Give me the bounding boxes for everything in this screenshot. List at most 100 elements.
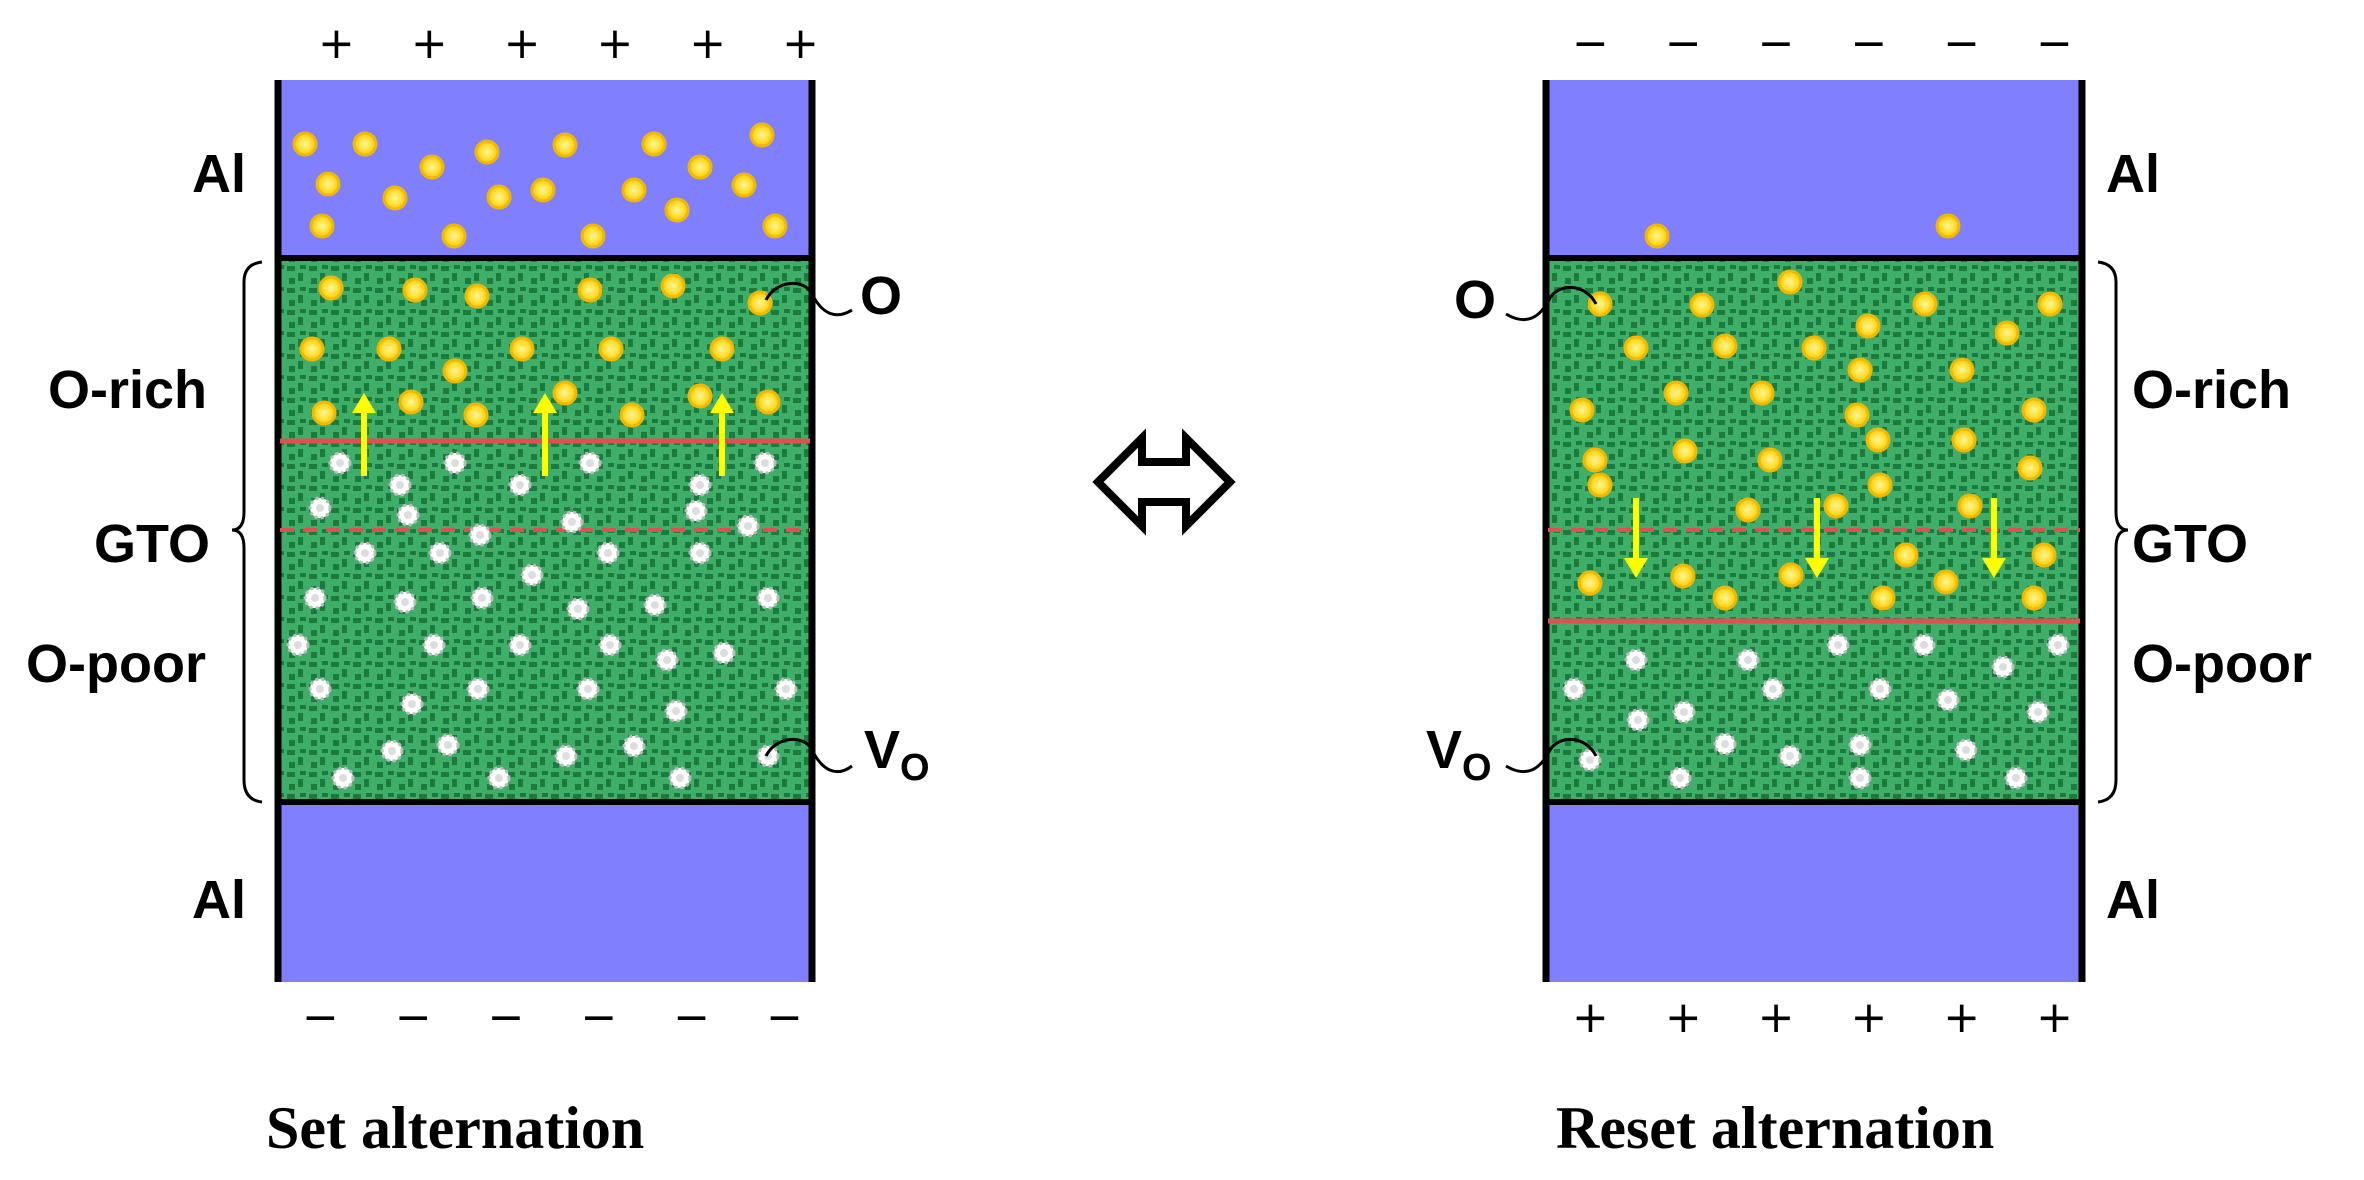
oxygen-ion [315,171,341,197]
top-electrode [278,80,812,258]
oxygen-vacancy [1578,748,1602,772]
oxygen-vacancy [388,473,412,497]
oxygen-ion [1672,438,1698,464]
ion-motion-arrow [533,393,557,476]
oxygen-ion [660,273,686,299]
oxygen-ion [318,275,344,301]
oxygen-ion [1587,291,1613,317]
o-rich-label: O-rich [48,360,207,420]
oxygen-vacancy [400,692,424,716]
oxygen-ion [1757,447,1783,473]
oxygen-vacancy [508,633,532,657]
vacancy-label: VO [1426,720,1492,789]
oxygen-ion [2017,455,2043,481]
oxygen-ion [352,131,378,157]
oxygen-ion [1801,335,1827,361]
oxygen-vacancy [655,648,679,672]
oxygen-ion [664,197,690,223]
oxygen-vacancy [396,503,420,527]
oxygen-ion [442,358,468,384]
oxygen-ion [1870,585,1896,611]
oxygen-leader-line [764,281,853,317]
oxygen-ion [1994,320,2020,346]
oxygen-vacancy [508,473,532,497]
oxygen-ion [552,380,578,406]
oxygen-vacancy [668,766,692,790]
ion-motion-arrow [1982,498,2006,578]
oxygen-vacancy [1778,744,1802,768]
oxygen-vacancy [622,734,646,758]
ion-motion-arrow [710,393,734,476]
oxygen-vacancy [2026,700,2050,724]
top-electrode-label: Al [2106,144,2160,204]
oxygen-vacancy [393,590,417,614]
top-polarity-signs: + + + + + + [318,18,819,69]
oxygen-ion [311,400,337,426]
oxygen-vacancy [1848,733,1872,757]
oxygen-vacancy [596,541,620,565]
oxygen-vacancy [684,499,708,523]
oxygen-ion [292,131,318,157]
oxygen-ion [382,185,408,211]
oxygen-ion [1855,313,1881,339]
oxygen-ion [474,139,500,165]
oxygen-label: O [1454,270,1496,330]
oxygen-vacancy [1954,738,1978,762]
oxygen-vacancy [428,541,452,565]
oxygen-vacancy [1991,655,2015,679]
oxygen-vacancy [576,677,600,701]
oxygen-vacancy [578,451,602,475]
oxygen-vacancy [1736,648,1760,672]
vacancy-label: VO [864,720,930,789]
oxygen-ion [1735,497,1761,523]
o-poor-label: O-poor [26,634,206,694]
oxygen-vacancy [303,586,327,610]
top-electrode-label: Al [192,144,246,204]
oxygen-ion [530,177,556,203]
oxygen-vacancy [328,451,352,475]
oxygen-ion [1935,213,1961,239]
oxygen-vacancy [688,473,712,497]
oxygen-ion [441,223,467,249]
oxygen-vacancy [1848,766,1872,790]
oxygen-vacancy [1936,688,1960,712]
bottom-polarity-signs: + + + + + + [1572,992,2073,1043]
oxygen-ion [2021,397,2047,423]
oxygen-vacancy [1713,732,1737,756]
oxygen-ion [1951,427,1977,453]
o-poor-label: O-poor [2132,634,2312,694]
oxygen-ion [1587,472,1613,498]
ion-motion-arrows [1624,498,2006,578]
oxygen-vacancy [560,510,584,534]
oxygen-ion [1749,380,1775,406]
oxygen-ion [1582,447,1608,473]
oxygen-ion [1670,563,1696,589]
ion-motion-arrows [352,393,734,476]
oxygen-ion [687,154,713,180]
oxygen-ion [419,154,445,180]
oxygen-vacancy [331,766,355,790]
oxygen-vacancy [520,563,544,587]
o-rich-label: O-rich [2132,360,2291,420]
oxygen-ion [1777,269,1803,295]
bottom-electrode [278,802,812,982]
oxygen-ion [1867,472,1893,498]
region-brace [2097,260,2129,804]
ion-motion-arrow [1624,498,1648,578]
region-brace [231,260,263,804]
oxygen-vacancy [664,699,688,723]
bottom-electrode [1546,802,2082,982]
oxygen-ion [762,213,788,239]
oxygen-ion [398,389,424,415]
oxygen-ion [1865,427,1891,453]
oxygen-ions [292,122,788,428]
oxygen-ion [749,122,775,148]
oxygen-ion [580,223,606,249]
oxygen-ion [1663,380,1689,406]
oxygen-label: O [860,266,902,326]
oxygen-ion [1712,585,1738,611]
oxygen-vacancy [1668,766,1692,790]
oxygen-vacancy [598,633,622,657]
oxygen-vacancy [2046,633,2070,657]
oxygen-vacancy [753,451,777,475]
